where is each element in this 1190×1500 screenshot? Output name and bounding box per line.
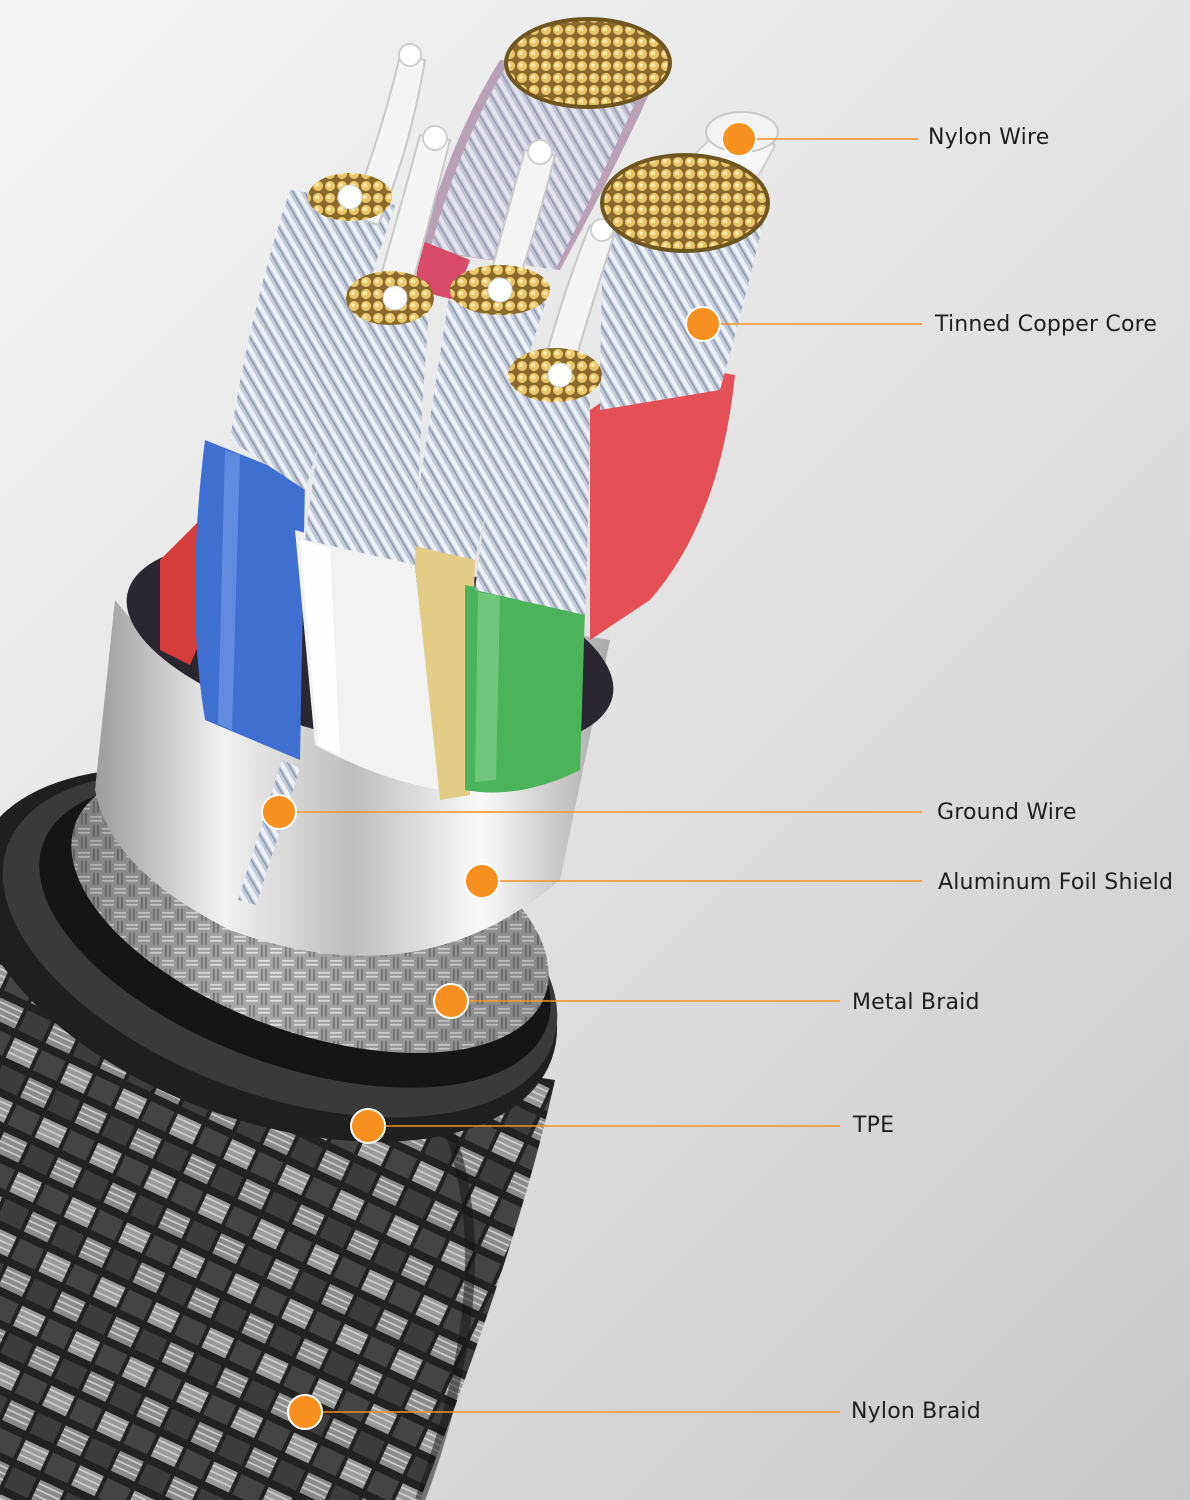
- label-metal-braid: Metal Braid: [852, 990, 980, 1015]
- label-ground-wire: Ground Wire: [937, 800, 1077, 825]
- callout-dot-tinned-copper-core: [685, 306, 721, 342]
- callout-dot-aluminum-foil-shield: [464, 863, 500, 899]
- callout-dot-metal-braid: [433, 983, 469, 1019]
- callout-markers: [261, 121, 922, 1430]
- callout-dot-tpe: [350, 1108, 386, 1144]
- label-nylon-wire: Nylon Wire: [928, 125, 1050, 150]
- callout-dot-nylon-wire: [721, 121, 757, 157]
- callout-dot-ground-wire: [261, 794, 297, 830]
- inner-wires: [160, 371, 735, 800]
- label-tinned-copper-core: Tinned Copper Core: [935, 312, 1158, 337]
- label-tpe: TPE: [853, 1113, 895, 1138]
- copper-core-ends: [308, 17, 779, 402]
- label-nylon-braid: Nylon Braid: [851, 1399, 981, 1424]
- callout-dot-nylon-braid: [287, 1394, 323, 1430]
- label-aluminum-foil-shield: Aluminum Foil Shield: [938, 870, 1174, 895]
